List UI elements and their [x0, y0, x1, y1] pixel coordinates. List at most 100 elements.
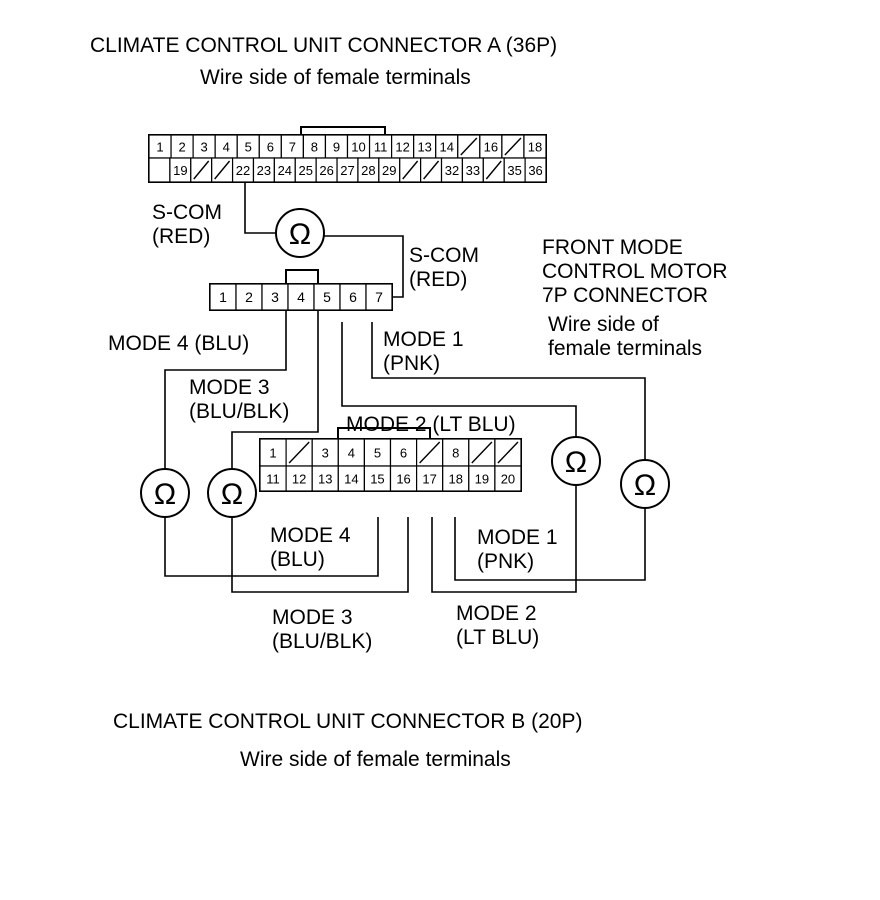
motor-7p-pin-label: 5: [323, 289, 331, 305]
mode1-bottom-color: (PNK): [477, 550, 534, 573]
connector-b-pin-label: 3: [322, 446, 329, 461]
connector-a-unused-slash: [214, 160, 231, 180]
connector-a-pin-label: 29: [382, 163, 396, 178]
connector-a-pin-label: 19: [173, 163, 187, 178]
mode3-bottom-label: MODE 3: [272, 606, 353, 629]
connector-b-pin-label: 4: [348, 446, 355, 461]
connector-b-unused-slash: [419, 441, 441, 464]
motor-7p-cell: [365, 283, 393, 311]
motor-7p-cell: [261, 283, 289, 311]
motor-subtitle-line2: female terminals: [548, 337, 702, 360]
motor-7p-pin-label: 2: [245, 289, 253, 305]
motor-7p-cell: [287, 283, 315, 311]
mode2-bottom-label: MODE 2: [456, 602, 537, 625]
mode1-bottom-label: MODE 1: [477, 526, 558, 549]
wire-mode2-bottom: [431, 484, 577, 593]
connector-a-pin-label: 28: [361, 163, 375, 178]
scom-a-color: (RED): [152, 225, 210, 248]
connector-a-pin-label: 33: [466, 163, 480, 178]
wire-mode4-top: [164, 310, 287, 475]
connector-a-pin-label: 1: [156, 140, 163, 155]
ohmmeter-mode4: Ω: [140, 468, 190, 518]
motor-7p-pin-label: 1: [219, 289, 227, 305]
connector-a-subtitle: Wire side of female terminals: [200, 66, 471, 89]
connector-b-pin-label: 20: [501, 472, 515, 487]
connector-b-cell: [363, 465, 392, 492]
wire-mode2-top: [341, 322, 577, 440]
connector-a-pin-label: 2: [178, 140, 185, 155]
scom-7p-label: S-COM: [409, 244, 479, 267]
mode1-top-label: MODE 1: [383, 328, 464, 351]
connector-a-cell: [524, 157, 547, 183]
connector-a-unused-slash: [402, 160, 419, 180]
wires: [164, 182, 646, 593]
connector-a-pin-label: 12: [395, 140, 409, 155]
connector-a-pin-label: 23: [257, 163, 271, 178]
connector-b-cell: [285, 465, 313, 492]
scom-7p-color: (RED): [409, 268, 467, 291]
mode3-bottom-color: (BLU/BLK): [272, 630, 372, 653]
connector-b-unused-slash: [497, 441, 519, 464]
connector-a-pin-label: 11: [374, 140, 388, 155]
connector-a-pin-label: 10: [351, 140, 365, 155]
connector-a-pin-label: 32: [445, 163, 459, 178]
connector-a-pin-label: 27: [340, 163, 354, 178]
wire-mode1-bottom: [454, 507, 646, 581]
connector-a-pin-label: 35: [507, 163, 521, 178]
motor-7p-cell: [235, 283, 263, 311]
connector-a-unused-slash: [193, 160, 210, 180]
connector-a-pin-label: 18: [528, 140, 542, 155]
connector-b-pin-label: 13: [318, 472, 332, 487]
connector-b-pin-label: 17: [422, 472, 436, 487]
connector-b-pin-label: 11: [266, 472, 280, 487]
connector-a-pin-label: 26: [319, 163, 333, 178]
motor-7p-pin-label: 6: [349, 289, 357, 305]
connector-b-pin-label: 19: [475, 472, 489, 487]
motor-subtitle-line1: Wire side of: [548, 313, 659, 336]
mode4-bottom-color: (BLU): [270, 548, 325, 571]
connector-a-pin-label: 14: [440, 140, 454, 155]
connector-b-pin-label: 8: [452, 446, 459, 461]
ohm-symbol: Ω: [154, 478, 176, 511]
connector-b-pin-label: 12: [292, 472, 306, 487]
mode2-top-label: MODE 2 (LT BLU): [346, 413, 516, 436]
connector-b-unused-slash: [288, 441, 310, 464]
connector-a-unused-slash: [423, 160, 440, 180]
wire-mode4-bottom: [164, 513, 379, 577]
connector-b-pin-label: 6: [400, 446, 407, 461]
motor-title-line1: FRONT MODE: [542, 236, 683, 259]
connector-a-pin-label: 13: [417, 140, 431, 155]
connector-a-pin-label: 3: [201, 140, 208, 155]
connector-a-pin-label: 6: [267, 140, 274, 155]
connector-a-pin-label: 7: [289, 140, 296, 155]
connector-b-cell: [337, 465, 365, 492]
connector-b-cell: [363, 438, 392, 467]
connector-a-pin-label: 25: [298, 163, 312, 178]
connector-b-subtitle: Wire side of female terminals: [240, 748, 511, 771]
connector-b-cell: [442, 465, 470, 492]
motor-7p-cell: [209, 283, 237, 311]
motor-7p-pin-label: 7: [375, 289, 383, 305]
connector-a-pin-label: 4: [223, 140, 230, 155]
ohm-symbol: Ω: [565, 446, 587, 479]
wire-mode3-bottom: [231, 517, 409, 593]
motor-title-line2: CONTROL MOTOR: [542, 260, 728, 283]
ohmmeter-mode1: Ω: [620, 459, 670, 509]
connector-b-cell: [259, 438, 287, 467]
ohmmeter-scom: Ω: [275, 208, 325, 258]
connector-a-unused-slash: [504, 137, 522, 156]
ohmmeter-mode3: Ω: [207, 468, 257, 518]
connector-b-pin-label: 5: [374, 446, 381, 461]
ohmmeter-mode2: Ω: [551, 436, 601, 486]
wire-mode1-top: [371, 322, 646, 460]
motor-7p-cell: [339, 283, 367, 311]
mode3-top-label: MODE 3: [189, 376, 270, 399]
